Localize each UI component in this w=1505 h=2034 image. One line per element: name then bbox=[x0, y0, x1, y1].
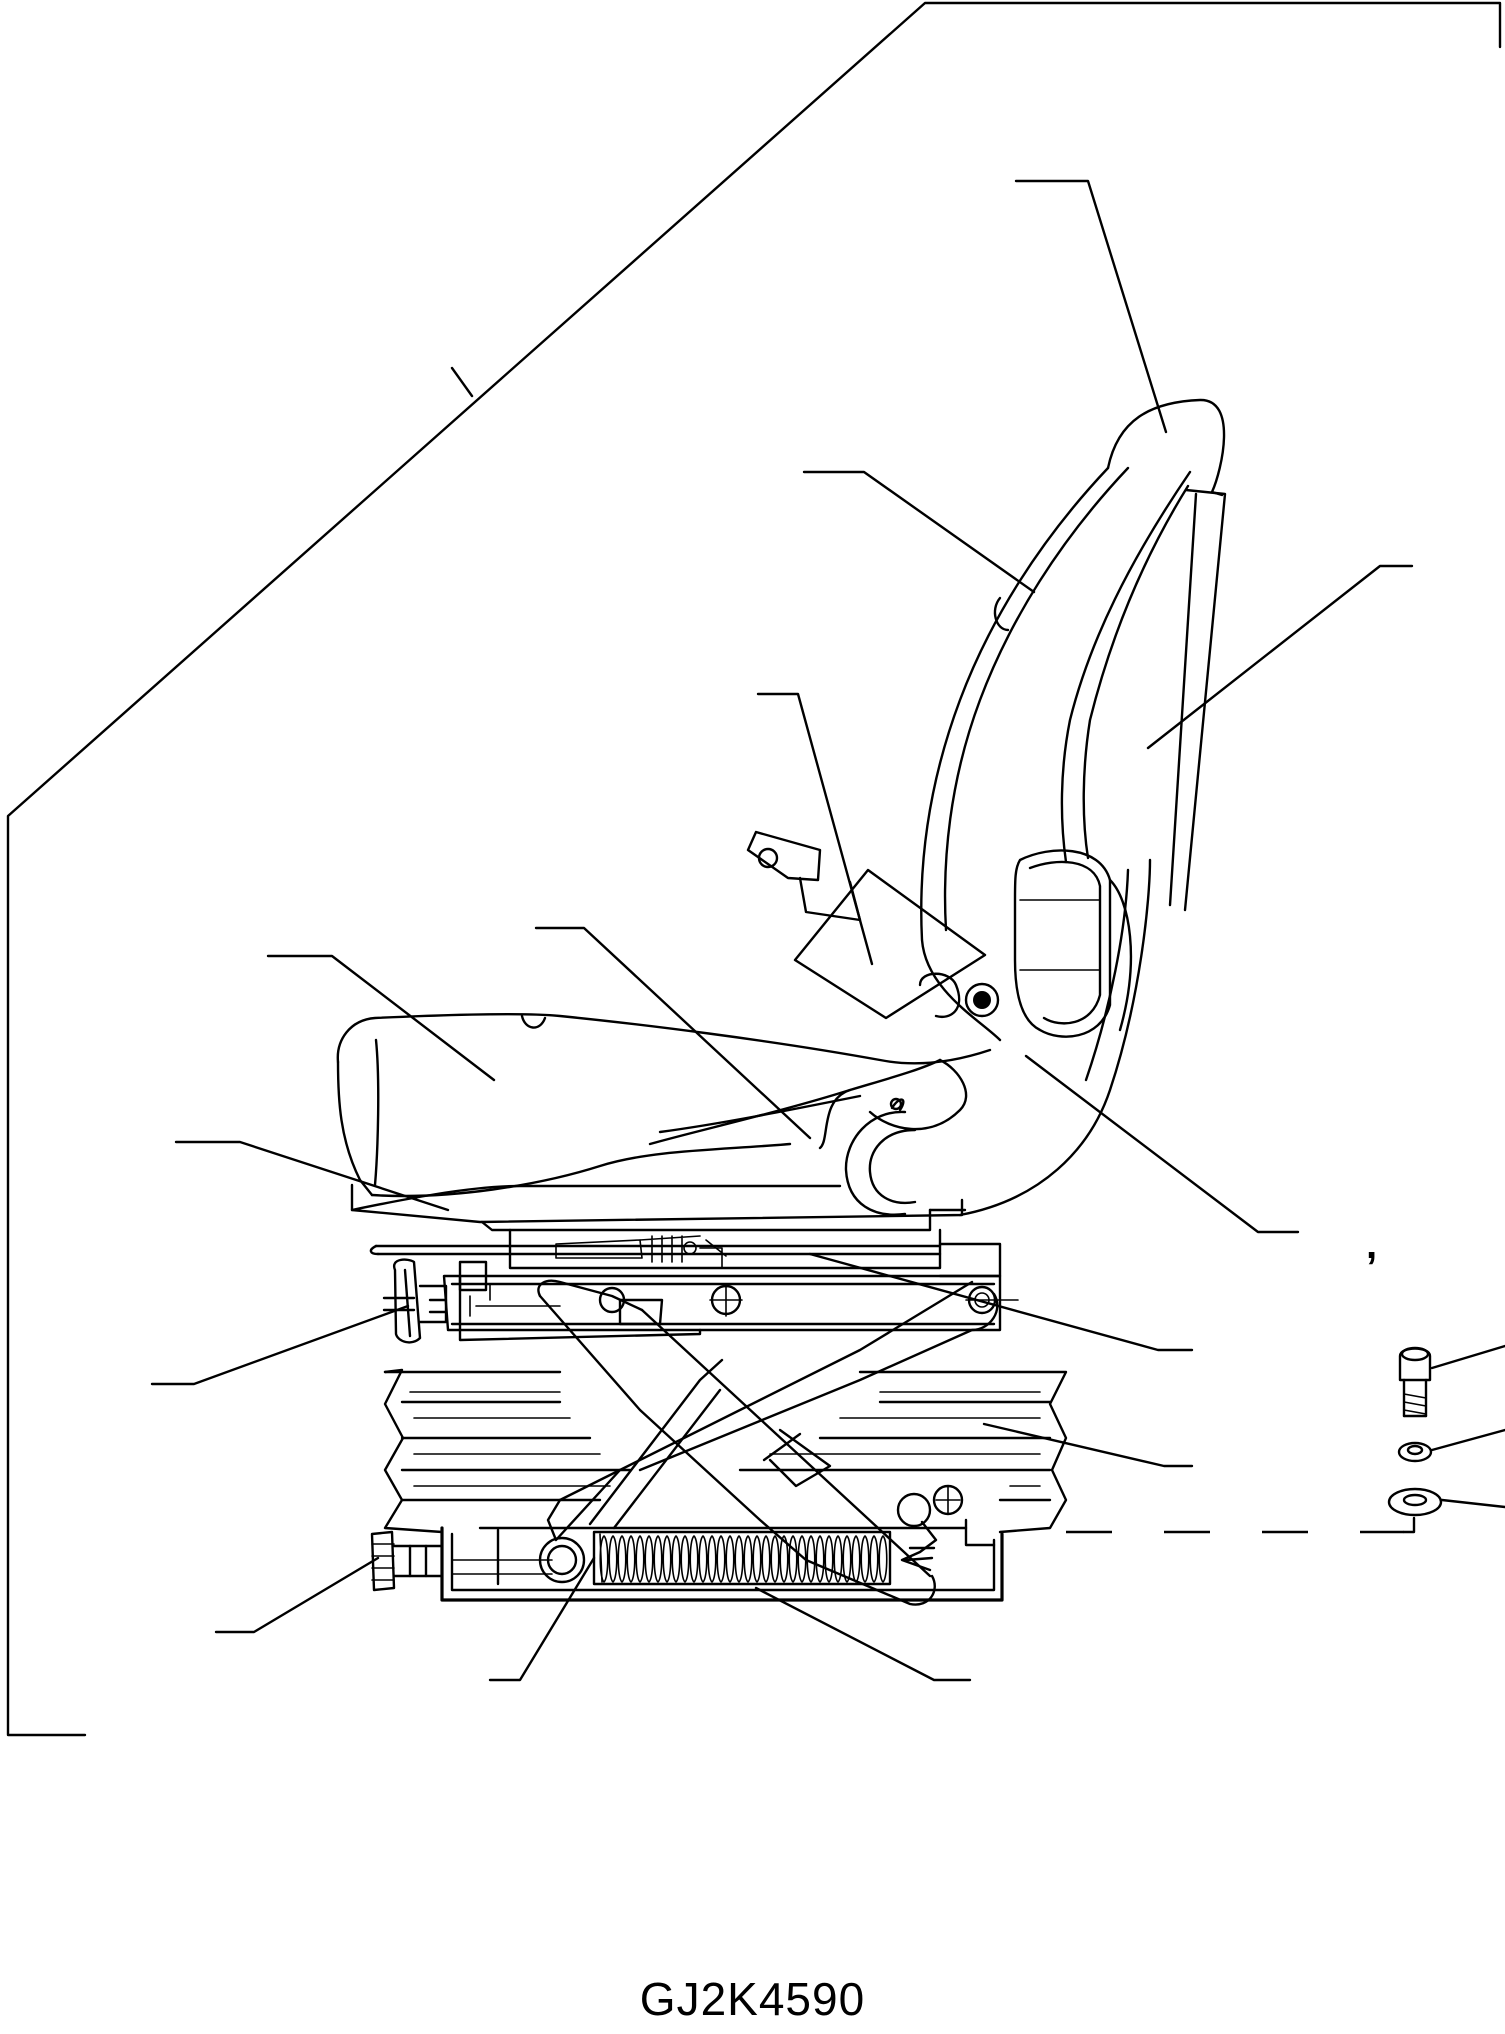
spring-coil bbox=[779, 1535, 789, 1583]
spring-coil bbox=[770, 1535, 780, 1583]
spring-coil bbox=[599, 1535, 609, 1583]
leader-rear-cover bbox=[1146, 564, 1414, 750]
scissor-arms bbox=[537, 1279, 1019, 1606]
flat-washer bbox=[1387, 1487, 1443, 1517]
slide-rail bbox=[369, 1228, 1002, 1292]
spring-coil bbox=[671, 1535, 681, 1583]
assembly-boundary-frame bbox=[6, 1, 1502, 1737]
seat-cushion bbox=[336, 1012, 992, 1216]
leader-seat-belt bbox=[756, 692, 874, 966]
spring-coil bbox=[626, 1535, 636, 1583]
spring-coil bbox=[878, 1535, 888, 1583]
spring-coil bbox=[743, 1535, 753, 1583]
leader-flat-washer bbox=[1440, 1498, 1505, 1509]
spring-coil bbox=[653, 1535, 663, 1583]
cap-screw bbox=[1398, 1346, 1432, 1418]
leader-seat-base bbox=[174, 1140, 450, 1212]
spring-coil bbox=[824, 1535, 834, 1583]
leader-bellows bbox=[982, 1422, 1194, 1468]
spring-coil bbox=[716, 1535, 726, 1583]
lock-washer bbox=[1397, 1441, 1433, 1463]
weight-adjust-knob bbox=[370, 1530, 444, 1592]
bellows bbox=[383, 1368, 1068, 1534]
spring-coil bbox=[815, 1535, 825, 1583]
spring-coil bbox=[662, 1535, 672, 1583]
spring-coil bbox=[869, 1535, 879, 1583]
mounting-hardware bbox=[1387, 1346, 1443, 1517]
spring-coil bbox=[725, 1535, 735, 1583]
spring-coil bbox=[761, 1535, 771, 1583]
spring-coil bbox=[734, 1535, 744, 1583]
backrest bbox=[920, 398, 1227, 1217]
suspension-spring bbox=[592, 1530, 892, 1586]
spring-coil bbox=[617, 1535, 627, 1583]
comma-mark: , bbox=[1366, 1223, 1377, 1267]
spring-coil bbox=[842, 1535, 852, 1583]
spring-coil bbox=[851, 1535, 861, 1583]
spring-coil bbox=[833, 1535, 843, 1583]
leader-scissor-rod bbox=[488, 1556, 596, 1682]
leader-seat-cushion bbox=[266, 954, 496, 1082]
leader-headrest bbox=[1014, 179, 1168, 434]
leader-backrest-bracket bbox=[1024, 1054, 1300, 1234]
leader-spring bbox=[754, 1586, 972, 1682]
spring-coil bbox=[635, 1535, 645, 1583]
spring-pivot bbox=[538, 1536, 586, 1584]
leader-lines bbox=[150, 179, 1505, 1682]
spring-coil bbox=[788, 1535, 798, 1583]
spring-coil bbox=[698, 1535, 708, 1583]
leader-side-panel bbox=[534, 926, 812, 1140]
spring-coil bbox=[752, 1535, 762, 1583]
figure-code: GJ2K4590 bbox=[639, 1973, 866, 2025]
height-adjust-knob bbox=[382, 1258, 448, 1344]
leader-cap-screw bbox=[1430, 1344, 1505, 1370]
spring-coil bbox=[608, 1535, 618, 1583]
spring-coil bbox=[806, 1535, 816, 1583]
armrest bbox=[1013, 849, 1133, 1038]
leader-lock-washer bbox=[1430, 1428, 1505, 1452]
spring-coil bbox=[797, 1535, 807, 1583]
spring-coil bbox=[689, 1535, 699, 1583]
spring-coil bbox=[707, 1535, 717, 1583]
leader-height-knob bbox=[150, 1304, 410, 1386]
spring-coil bbox=[860, 1535, 870, 1583]
lower-base bbox=[440, 1518, 1004, 1602]
leader-weight-knob bbox=[214, 1556, 380, 1634]
suspension-upper-frame bbox=[442, 1274, 1002, 1342]
spring-coil bbox=[644, 1535, 654, 1583]
leader-backrest-cushion bbox=[802, 470, 1036, 594]
spring-coil bbox=[680, 1535, 690, 1583]
seat-belt-buckle bbox=[746, 830, 1000, 1020]
seat-base-pan bbox=[350, 1183, 967, 1232]
leader-slide-rail bbox=[808, 1252, 1194, 1352]
